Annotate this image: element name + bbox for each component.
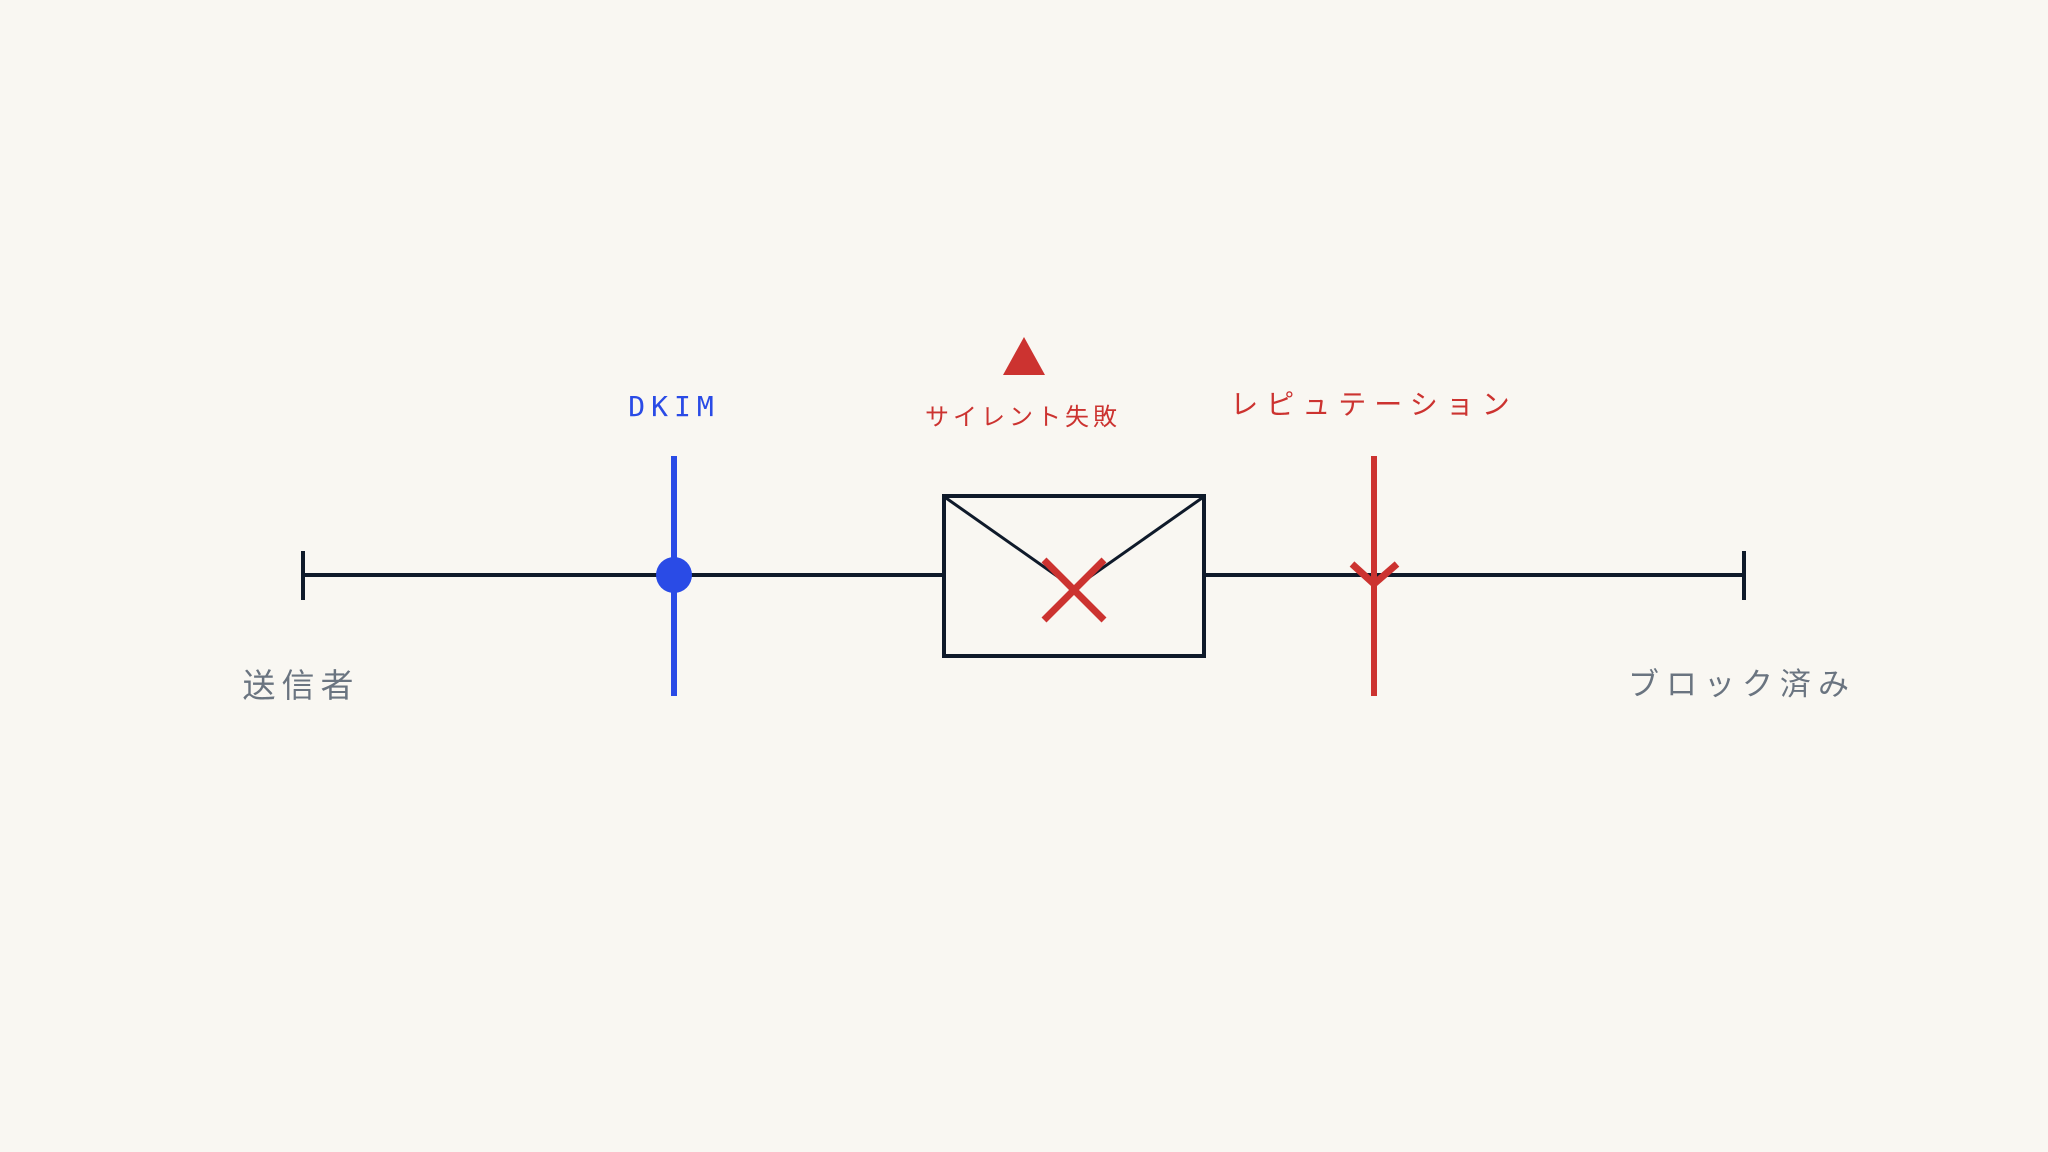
dkim-pass-dot [656, 557, 692, 593]
dkim-label: DKIM [628, 390, 719, 423]
warning-triangle-icon [1003, 337, 1045, 375]
reputation-label: レピュテーション [1230, 388, 1517, 421]
x-mark-icon [1041, 557, 1107, 623]
reputation-fail-chevron-icon [1349, 561, 1400, 589]
sender-label: 送信者 [243, 666, 360, 705]
envelope-icon [942, 494, 1206, 658]
silent-failure-label: サイレント失敗 [925, 403, 1121, 431]
blocked-label: ブロック済み [1628, 667, 1856, 703]
